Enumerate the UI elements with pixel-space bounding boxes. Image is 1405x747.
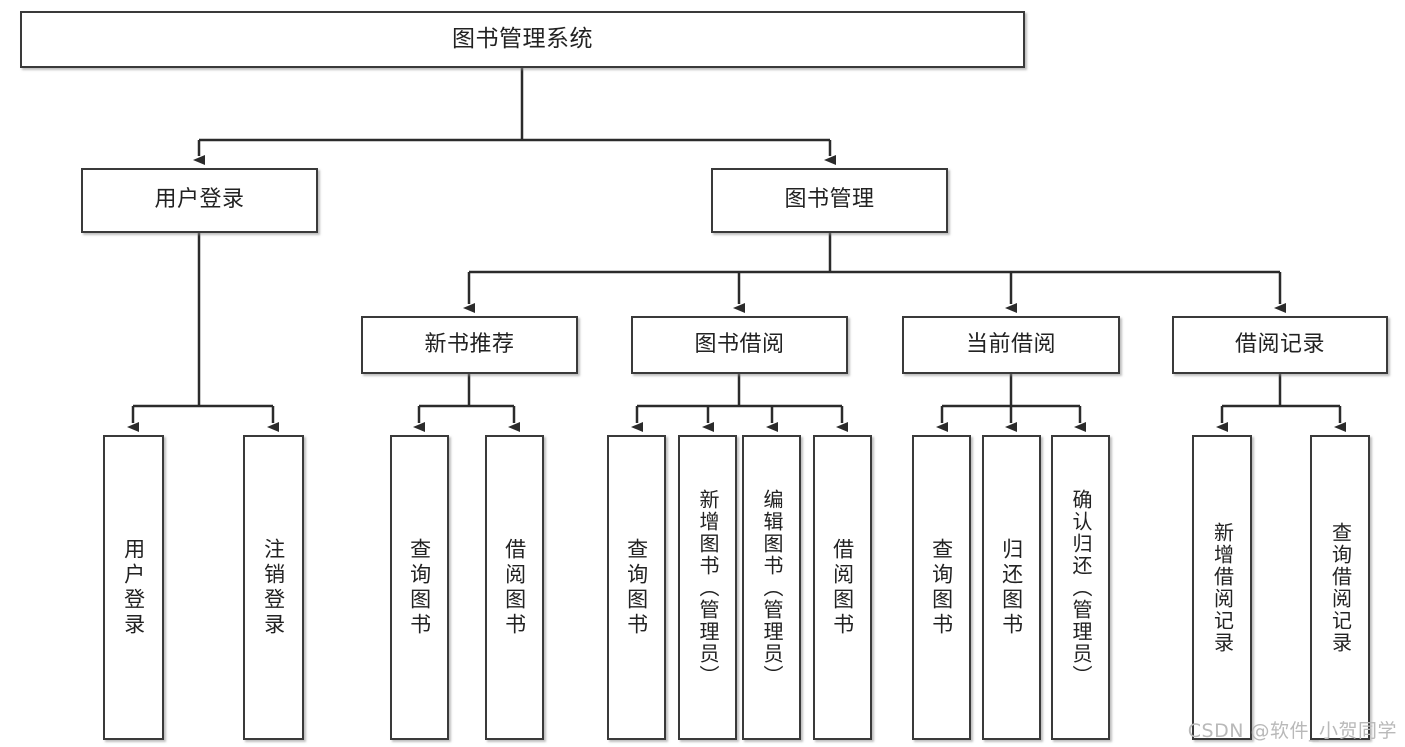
node-label: 图书管理 [784, 187, 875, 213]
node-label: 借阅图书 [830, 537, 855, 638]
node-label: 查询图书 [929, 537, 954, 638]
leaf-book-borrow-query[interactable]: 查询图书 [607, 435, 666, 740]
node-borrow-record[interactable]: 借阅记录 [1172, 316, 1388, 374]
leaf-user-login-logout[interactable]: 注销登录 [243, 435, 304, 740]
node-user-login[interactable]: 用户登录 [81, 168, 318, 233]
leaf-current-borrow-return[interactable]: 归还图书 [982, 435, 1041, 740]
leaf-book-borrow-borrow[interactable]: 借阅图书 [813, 435, 872, 740]
leaf-new-book-borrow[interactable]: 借阅图书 [485, 435, 544, 740]
node-label: 新书推荐 [424, 331, 515, 357]
leaf-new-book-query[interactable]: 查询图书 [390, 435, 449, 740]
leaf-current-borrow-query[interactable]: 查询图书 [912, 435, 971, 740]
node-book-borrow[interactable]: 图书借阅 [631, 316, 848, 374]
node-label: 用户登录 [121, 537, 146, 638]
node-new-book-recommend[interactable]: 新书推荐 [361, 316, 578, 374]
node-label: 新增图书（管理员） [696, 488, 720, 687]
leaf-book-borrow-edit-admin[interactable]: 编辑图书（管理员） [742, 435, 801, 740]
leaf-borrow-record-add[interactable]: 新增借阅记录 [1192, 435, 1252, 740]
node-current-borrow[interactable]: 当前借阅 [902, 316, 1120, 374]
node-label: 归还图书 [999, 537, 1024, 638]
node-label: 新增借阅记录 [1210, 521, 1235, 654]
leaf-current-borrow-confirm-admin[interactable]: 确认归还（管理员） [1051, 435, 1110, 740]
leaf-user-login-login[interactable]: 用户登录 [103, 435, 164, 740]
watermark-text: CSDN @软件_小贺同学 [1187, 720, 1397, 742]
node-label: 编辑图书（管理员） [760, 488, 784, 687]
node-label: 用户登录 [154, 187, 245, 213]
node-label: 查询图书 [407, 537, 432, 638]
node-label: 借阅图书 [502, 537, 527, 638]
node-label: 查询图书 [624, 537, 649, 638]
node-label: 注销登录 [261, 537, 286, 638]
node-label: 借阅记录 [1234, 331, 1325, 357]
node-label: 当前借阅 [965, 331, 1056, 357]
leaf-borrow-record-query[interactable]: 查询借阅记录 [1310, 435, 1370, 740]
node-label: 确认归还（管理员） [1069, 488, 1093, 687]
node-book-management[interactable]: 图书管理 [711, 168, 948, 233]
node-label: 图书管理系统 [452, 25, 593, 52]
leaf-book-borrow-add-admin[interactable]: 新增图书（管理员） [678, 435, 737, 740]
node-label: 图书借阅 [694, 331, 785, 357]
node-label: 查询借阅记录 [1328, 521, 1353, 654]
node-root-book-management-system[interactable]: 图书管理系统 [20, 11, 1025, 68]
